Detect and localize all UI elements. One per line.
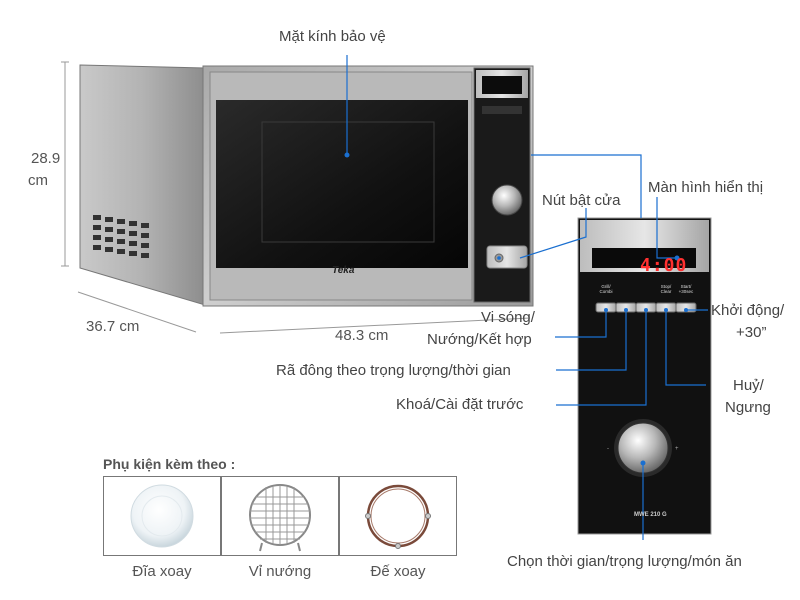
btn-cap-stop: Stop/ Clear — [660, 284, 672, 294]
accessory-label-grill-rack: Vỉ nướng — [248, 563, 312, 580]
svg-text:-: - — [607, 446, 609, 452]
microwave-body — [79, 64, 534, 307]
roller-ring-icon — [365, 484, 431, 549]
svg-text:+: + — [675, 446, 679, 452]
label-micro-1: Vi sóng/ — [481, 309, 535, 326]
label-display: Màn hình hiển thị — [648, 179, 764, 196]
zoomed-control-panel: - + — [577, 217, 712, 535]
btn-cap-grill: Grill/ Combi — [599, 284, 613, 294]
accessory-roller-ring — [339, 476, 457, 556]
accessory-grill-rack — [221, 476, 339, 556]
side-vents — [93, 215, 149, 258]
glass-turntable-icon — [130, 484, 194, 548]
label-door-button: Nút bật cửa — [542, 192, 621, 209]
label-start-2: +30” — [736, 324, 767, 341]
brand-logo: Teka — [332, 265, 355, 276]
label-glass: Mặt kính bảo vệ — [279, 28, 386, 45]
door-glass — [216, 100, 468, 268]
accessory-turntable — [103, 476, 221, 556]
label-dial: Chọn thời gian/trọng lượng/món ăn — [507, 553, 742, 570]
accessory-label-turntable: Đĩa xoay — [132, 563, 192, 580]
grill-rack-icon — [249, 484, 311, 552]
label-defrost: Rã đông theo trọng lượng/thời gian — [276, 362, 511, 379]
label-stop-2: Ngưng — [725, 399, 771, 416]
depth-label: 36.7 cm — [86, 318, 140, 335]
accessory-label-roller-ring: Đế xoay — [370, 563, 426, 580]
width-label: 48.3 cm — [335, 327, 389, 344]
label-start-1: Khởi động/ — [711, 302, 785, 319]
callout-lines — [346, 55, 708, 540]
display-digits: 4:00 — [640, 255, 688, 276]
height-value: 28.9 — [31, 150, 61, 167]
panel-buttons — [595, 302, 697, 313]
panel-model-label: MWE 210 G — [634, 512, 667, 518]
callout-dots — [344, 152, 688, 466]
dimension-lines — [61, 61, 531, 334]
btn-cap-start: Start/ +30sec — [678, 284, 694, 294]
accessories-title: Phụ kiện kèm theo : — [103, 456, 236, 472]
height-unit: cm — [28, 172, 48, 189]
label-stop-1: Huỷ/ — [733, 377, 764, 394]
label-lock: Khoá/Cài đặt trước — [396, 396, 524, 413]
label-micro-2: Nướng/Kết hợp — [427, 331, 532, 348]
